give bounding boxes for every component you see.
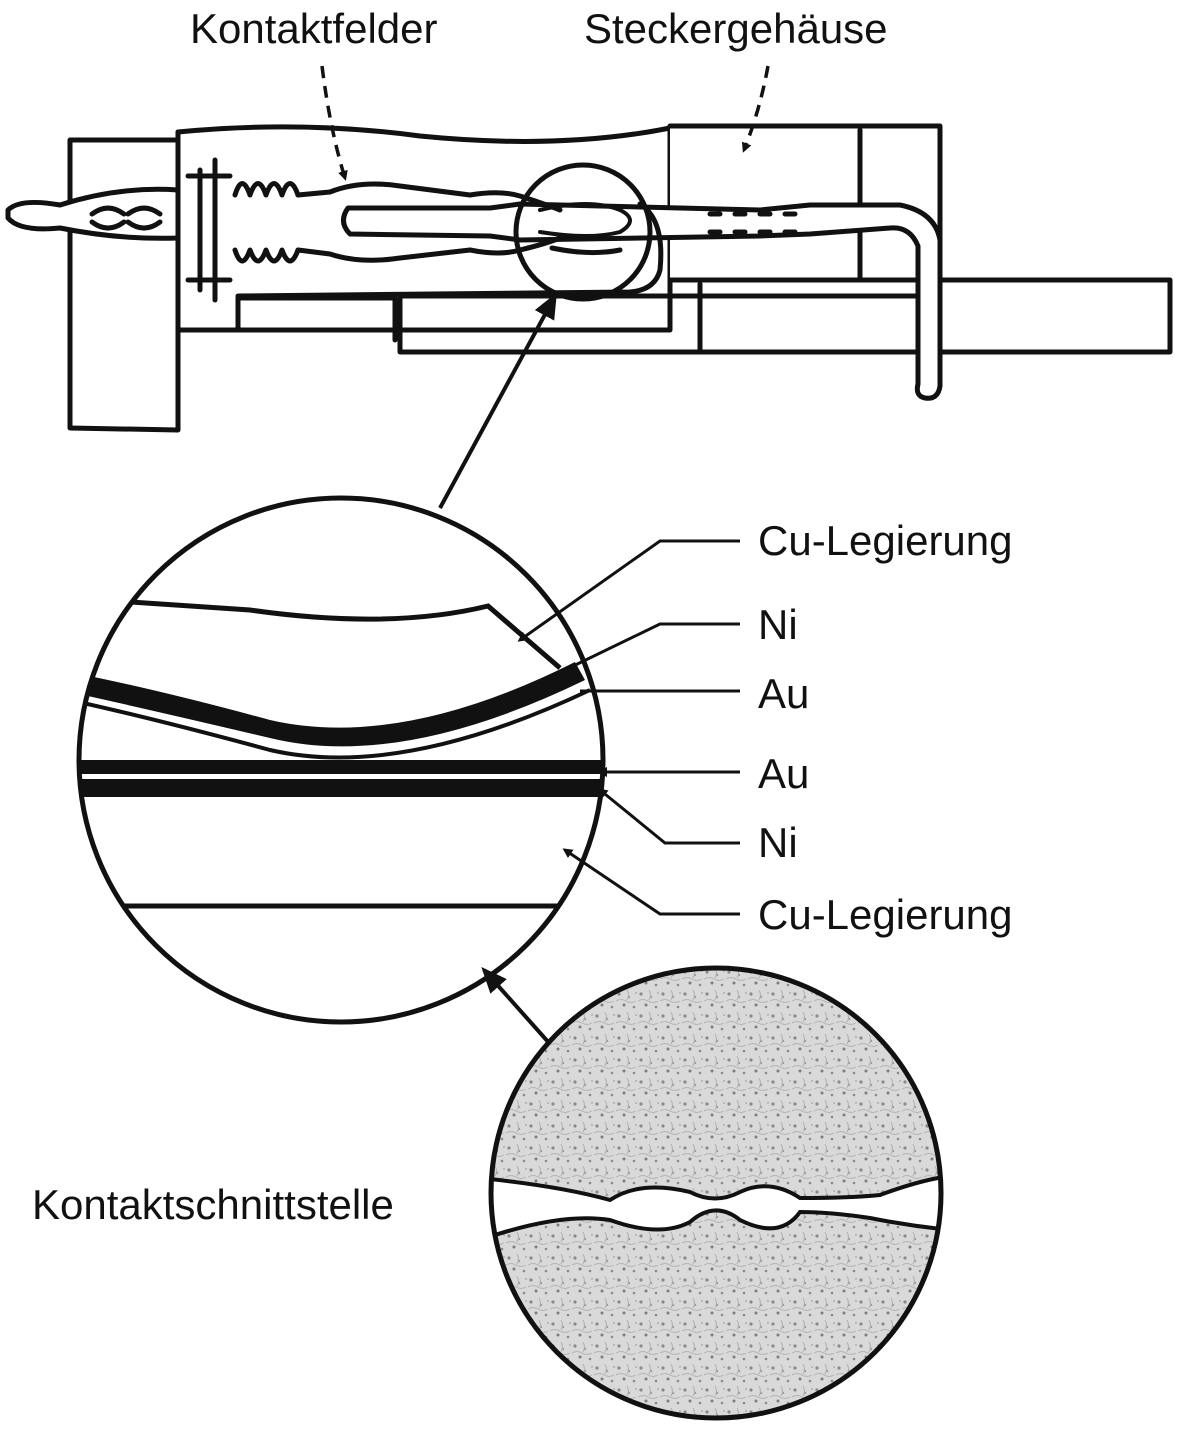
cable	[397, 277, 1173, 355]
layer-label-ni-upper: Ni	[758, 601, 798, 648]
layer-label-cu-lower: Cu-Legierung	[758, 891, 1013, 938]
magnify-ring	[513, 162, 653, 302]
upper-cu-edge	[79, 595, 562, 670]
zoom-arrow-upper	[438, 292, 557, 509]
contact-interface-label: Kontaktschnittstelle	[32, 1181, 394, 1228]
upper-ni-layer	[79, 662, 585, 747]
layer-label-au-upper: Au	[758, 670, 810, 717]
connector-drawing	[5, 123, 1173, 433]
contact-fields-label: Kontaktfelder	[190, 5, 438, 52]
layer-label-au-lower: Au	[758, 750, 810, 797]
layer-leader-lines	[517, 539, 740, 916]
interface-detail-circle	[488, 965, 944, 1421]
steckergehaeuse-arrow	[741, 65, 770, 153]
connector-housing-label: Steckergehäuse	[584, 5, 888, 52]
lower-ni-layer	[79, 779, 603, 797]
callout-arrows-top	[320, 65, 770, 181]
layer-label-ni-lower: Ni	[758, 819, 798, 866]
zoom-arrow-lower	[481, 967, 552, 1046]
pin	[341, 201, 943, 401]
layer-detail-circle	[76, 495, 606, 1025]
layer-label-cu-upper: Cu-Legierung	[758, 517, 1013, 564]
kontaktfelder-arrow	[320, 65, 348, 181]
interface-gap	[491, 1176, 941, 1240]
left-post	[67, 137, 181, 433]
upper-au-layer	[79, 688, 591, 760]
lower-au-layer	[79, 760, 603, 774]
